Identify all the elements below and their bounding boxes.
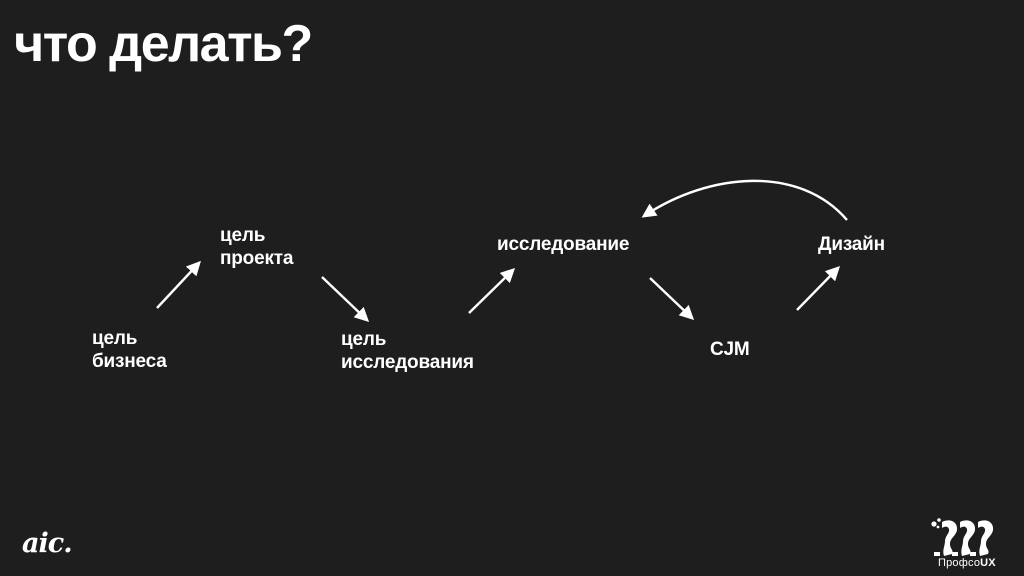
node-business-goal: цель бизнеса [92, 327, 167, 373]
node-project-goal: цель проекта [220, 224, 293, 270]
arrow-research-goal-to-research [468, 267, 516, 314]
arrow-design-to-research-curved [641, 179, 848, 221]
arrow-research-to-cjm [649, 277, 695, 320]
profsoux-logo-suffix: UX [980, 557, 996, 569]
arrow-cjm-to-design [796, 265, 841, 311]
arrow-business-to-project [156, 260, 201, 309]
profsoux-logo-prefix: Профсо [938, 557, 981, 569]
node-research: исследование [497, 234, 630, 255]
slide-title: что делать? [14, 15, 313, 73]
node-research-goal: цель исследования [341, 328, 474, 374]
node-business-goal-line-1: цель [92, 328, 138, 349]
profsoux-logo-text: ПрофсоUX [938, 557, 996, 569]
node-research-goal-line-2: исследования [341, 352, 474, 373]
node-project-goal-line-2: проекта [220, 248, 294, 269]
node-design: Дизайн [818, 234, 885, 255]
node-cjm: CJM [710, 339, 750, 360]
node-research-goal-line-1: цель [341, 329, 387, 350]
node-project-goal-line-1: цель [220, 225, 266, 246]
arrow-project-to-research-goal [321, 276, 370, 322]
profsoux-logo-icon [931, 518, 994, 556]
aic-logo: aic. [22, 528, 73, 559]
node-business-goal-line-2: бизнеса [92, 351, 167, 372]
